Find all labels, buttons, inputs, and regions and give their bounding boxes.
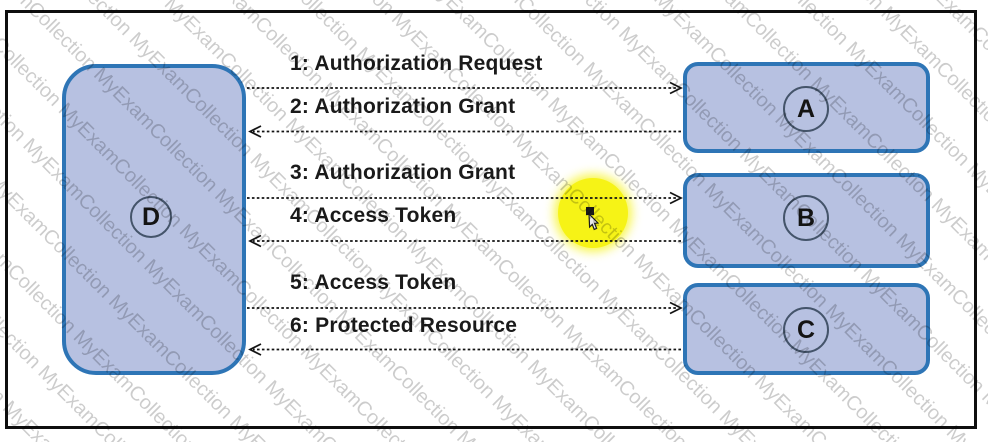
node-label-circle-b: B xyxy=(783,195,829,241)
arrow-2-left xyxy=(248,125,681,138)
message-label-2: 2: Authorization Grant xyxy=(290,95,516,118)
node-label-circle-d: D xyxy=(130,196,172,238)
message-label-3: 3: Authorization Grant xyxy=(290,161,516,184)
outer-frame-border xyxy=(5,10,977,429)
message-label-6: 6: Protected Resource xyxy=(290,314,518,337)
arrow-6-left xyxy=(248,343,681,356)
arrow-5-right xyxy=(247,301,683,315)
message-label-1: 1: Authorization Request xyxy=(290,52,543,75)
node-label-circle-a: A xyxy=(783,86,829,132)
node-label-circle-c: C xyxy=(783,307,829,353)
message-label-5: 5: Access Token xyxy=(290,271,457,294)
arrow-1-right xyxy=(247,81,683,95)
mouse-pointer-icon xyxy=(586,207,600,231)
message-label-4: 4: Access Token xyxy=(290,204,457,227)
arrow-3-right xyxy=(247,191,683,205)
arrow-4-left xyxy=(248,234,681,248)
